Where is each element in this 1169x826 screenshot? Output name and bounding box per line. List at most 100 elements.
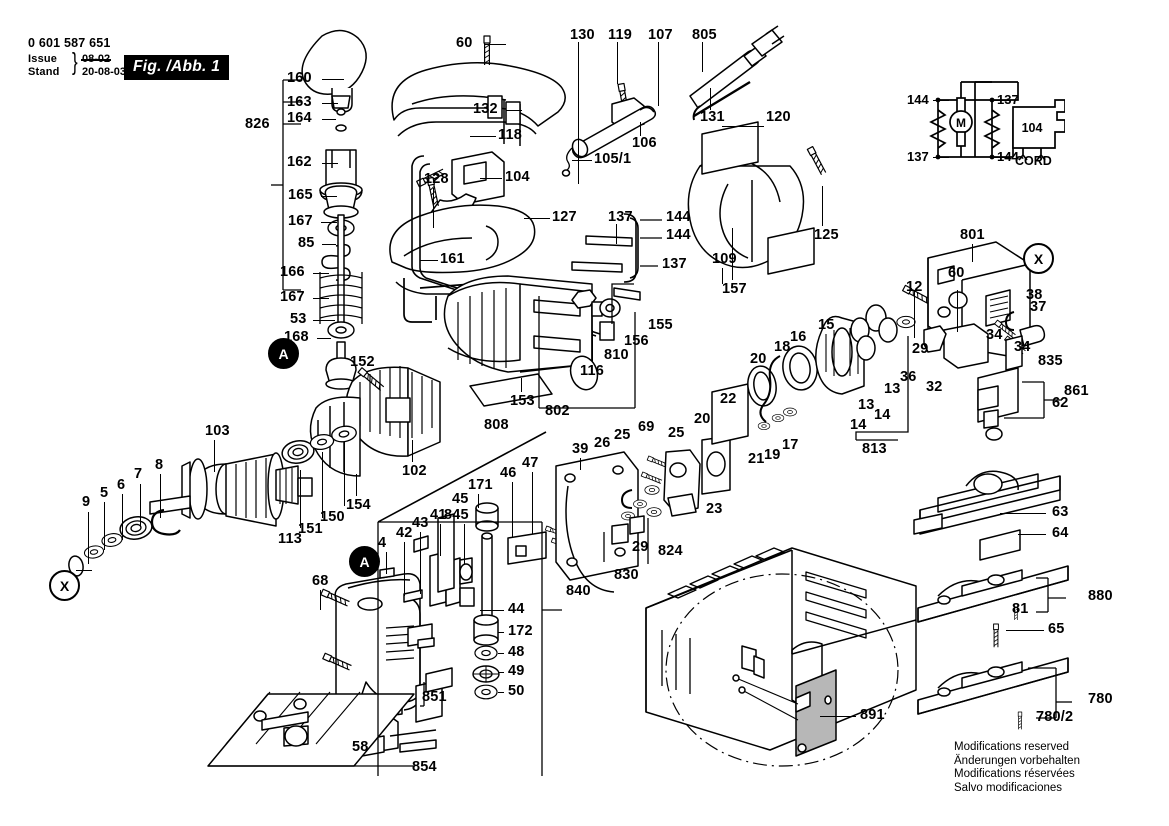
callout-68: 68 bbox=[312, 573, 329, 589]
leader-85 bbox=[322, 244, 336, 246]
callout-46: 46 bbox=[500, 465, 517, 481]
callout-861: 861 bbox=[1064, 383, 1089, 399]
leader-130 bbox=[578, 42, 580, 184]
leader-891h bbox=[820, 716, 856, 718]
callout-34-a: 34 bbox=[1014, 339, 1031, 355]
callout-103: 103 bbox=[205, 423, 230, 439]
callout-13-a: 13 bbox=[858, 397, 875, 413]
callout-151: 151 bbox=[298, 521, 323, 537]
callout-32: 32 bbox=[926, 379, 943, 395]
callout-824: 824 bbox=[658, 543, 683, 559]
callout-163: 163 bbox=[287, 94, 312, 110]
leader-64h bbox=[1018, 534, 1046, 536]
callout-25-b: 25 bbox=[668, 425, 685, 441]
callout-840: 840 bbox=[566, 583, 591, 599]
leader-162 bbox=[322, 163, 338, 165]
callout-4: 4 bbox=[378, 535, 387, 551]
callout-160: 160 bbox=[287, 70, 312, 86]
notice-line-fr: Modifications réservées bbox=[954, 768, 1075, 781]
cord-label: CORD bbox=[1015, 154, 1052, 168]
leader-116v bbox=[592, 330, 594, 362]
callout-171: 171 bbox=[468, 477, 493, 493]
circuit-terminal-137-top: 137 bbox=[997, 92, 1019, 107]
callout-780-2: 780/2 bbox=[1036, 709, 1074, 725]
leader-43v bbox=[420, 532, 422, 594]
callout-153: 153 bbox=[510, 393, 535, 409]
notice-line-de: Änderungen vorbehalten bbox=[954, 754, 1080, 767]
callout-826: 826 bbox=[245, 116, 270, 132]
leader-805 bbox=[702, 42, 704, 72]
callout-851: 851 bbox=[422, 689, 447, 705]
notice-line-en: Modifications reserved bbox=[954, 741, 1070, 753]
callout-16: 16 bbox=[790, 329, 807, 345]
callout-132: 132 bbox=[473, 101, 498, 117]
callout-29-b: 29 bbox=[912, 341, 929, 357]
callout-49: 49 bbox=[508, 663, 525, 679]
callout-106: 106 bbox=[632, 135, 657, 151]
callout-128: 128 bbox=[424, 171, 449, 187]
leader-125v bbox=[822, 186, 824, 226]
leader-845v bbox=[464, 524, 466, 564]
callout-801: 801 bbox=[960, 227, 985, 243]
leader-7v bbox=[140, 484, 142, 526]
reference-marker-a-lower: A bbox=[349, 546, 380, 577]
circuit-lead-3 bbox=[933, 157, 949, 159]
callout-172: 172 bbox=[508, 623, 533, 639]
leader-60-top bbox=[484, 44, 506, 46]
callout-65: 65 bbox=[1048, 621, 1065, 637]
leader-167b bbox=[313, 298, 329, 300]
leader-44h bbox=[480, 610, 504, 612]
callout-21: 21 bbox=[748, 451, 765, 467]
callout-41: 41 bbox=[430, 507, 447, 523]
callout-6: 6 bbox=[117, 477, 126, 493]
callout-5: 5 bbox=[100, 485, 109, 501]
callout-20-b: 20 bbox=[750, 351, 767, 367]
callout-810: 810 bbox=[604, 347, 629, 363]
leader-163 bbox=[322, 103, 338, 105]
leader-172h bbox=[498, 632, 504, 634]
callout-85: 85 bbox=[298, 235, 315, 251]
leader-171v bbox=[478, 494, 480, 508]
callout-125: 125 bbox=[814, 227, 839, 243]
order-number: 0 601 587 651 bbox=[28, 36, 111, 50]
callout-144-a: 144 bbox=[666, 209, 691, 225]
callout-43: 43 bbox=[412, 515, 429, 531]
circuit-lead-1 bbox=[933, 100, 949, 102]
leader-50h bbox=[498, 692, 504, 694]
leader-132 bbox=[506, 110, 522, 112]
leader-103v bbox=[214, 440, 216, 472]
stand-date: 20-08-03 bbox=[82, 66, 127, 78]
leader-63h bbox=[1000, 513, 1046, 515]
callout-131: 131 bbox=[700, 109, 725, 125]
callout-19: 19 bbox=[764, 447, 781, 463]
callout-137-lower: 137 bbox=[662, 256, 687, 272]
callout-127: 127 bbox=[552, 209, 577, 225]
callout-164: 164 bbox=[287, 110, 312, 126]
callout-14-b: 14 bbox=[874, 407, 891, 423]
wiring-diagram: M 104 CORD 144 137 137 144 bbox=[905, 60, 1066, 170]
leader-8v bbox=[160, 474, 162, 518]
callout-105-1: 105/1 bbox=[594, 151, 632, 167]
callout-14-a: 14 bbox=[850, 417, 867, 433]
leader-120 bbox=[722, 126, 764, 128]
callout-17: 17 bbox=[782, 437, 799, 453]
leader-68v bbox=[320, 590, 322, 610]
leader-106 bbox=[640, 122, 642, 136]
callout-152: 152 bbox=[350, 354, 375, 370]
callout-167-upper: 167 bbox=[288, 213, 313, 229]
leader-161 bbox=[420, 260, 438, 262]
callout-25-a: 25 bbox=[614, 427, 631, 443]
callout-53: 53 bbox=[290, 311, 307, 327]
callout-116: 116 bbox=[580, 363, 604, 379]
leader-4v bbox=[386, 552, 388, 574]
leader-12v bbox=[914, 290, 916, 338]
leader-128 bbox=[433, 188, 435, 228]
notice-line-es: Salvo modificaciones bbox=[954, 781, 1063, 794]
circuit-lead-4 bbox=[993, 157, 1009, 159]
leader-131 bbox=[710, 88, 712, 110]
callout-60-top: 60 bbox=[456, 35, 473, 51]
callout-150: 150 bbox=[320, 509, 345, 525]
callout-109: 109 bbox=[712, 251, 737, 267]
leader-119 bbox=[617, 42, 619, 84]
callout-162: 162 bbox=[287, 154, 312, 170]
